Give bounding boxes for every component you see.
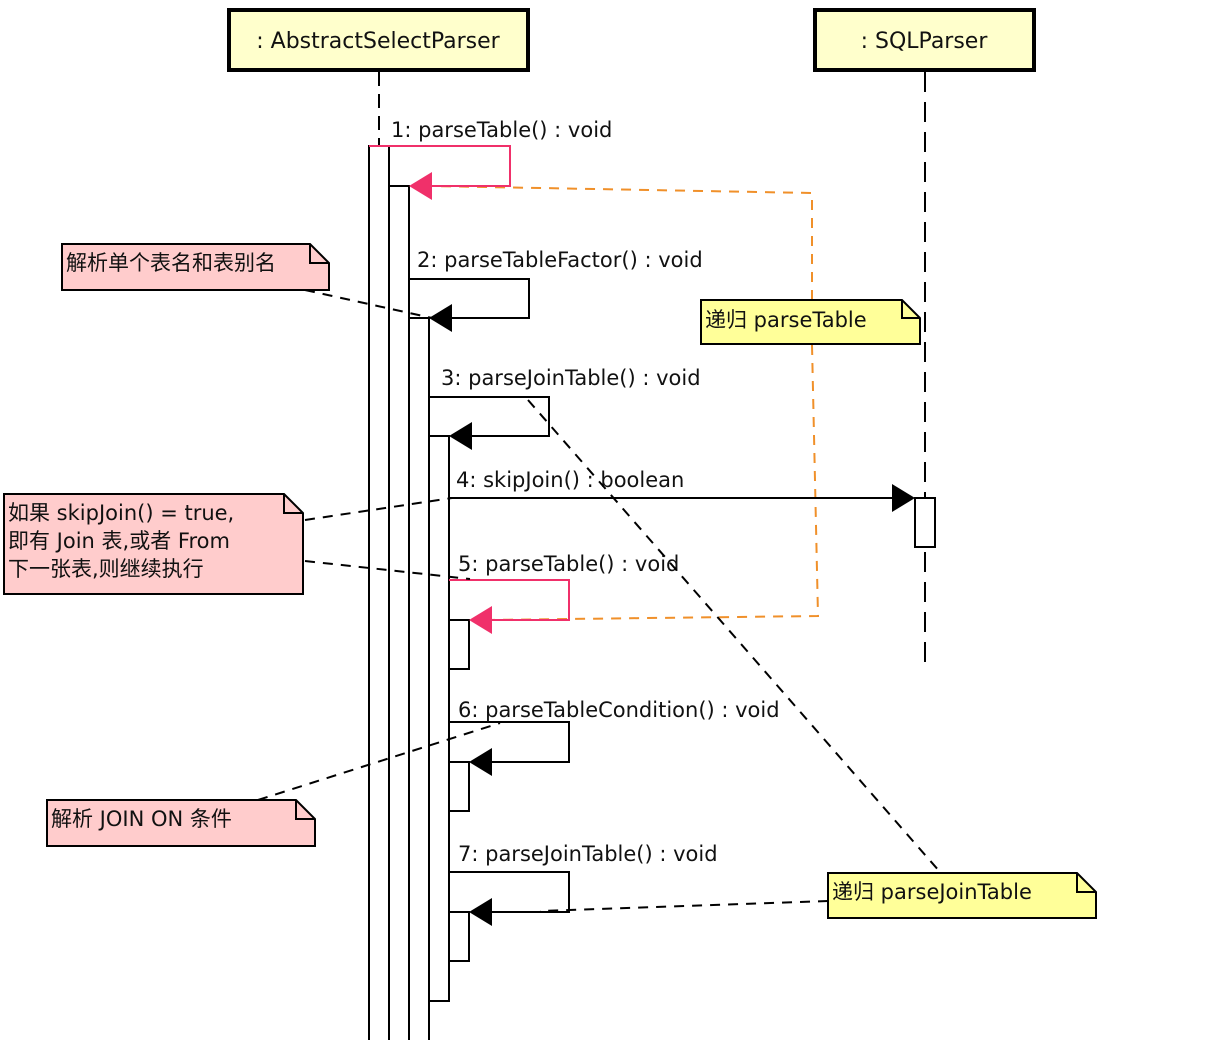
note-text: 递归 parseTable — [705, 308, 867, 332]
note-text: 递归 parseJoinTable — [832, 880, 1032, 904]
activation-bar-3 — [408, 317, 430, 1040]
arrowhead-icon — [449, 422, 472, 450]
activation-bars — [368, 145, 936, 1040]
note-connector-join-on — [257, 722, 501, 801]
note-recursive-join-table[interactable]: 递归 parseJoinTable — [827, 872, 1097, 919]
message-7[interactable]: 7: parseJoinTable() : void — [449, 842, 718, 926]
arrowhead-icon — [892, 484, 915, 512]
note-text: 解析单个表名和表别名 — [66, 251, 276, 275]
message-4[interactable]: 4: skipJoin() : boolean — [449, 468, 915, 512]
message-label: 6: parseTableCondition() : void — [458, 698, 780, 722]
note-connector-skip-join-4 — [304, 497, 453, 521]
note-fold-icon — [901, 300, 920, 319]
message-3[interactable]: 3: parseJoinTable() : void — [429, 366, 701, 450]
note-connector-table-alias — [304, 289, 433, 319]
lifeline-head-sql-parser[interactable]: : SQLParser — [813, 8, 1036, 72]
arrowhead-icon — [469, 748, 492, 776]
lifeline-label: : SQLParser — [861, 29, 989, 54]
message-label: 3: parseJoinTable() : void — [441, 366, 701, 390]
message-2[interactable]: 2: parseTableFactor() : void — [409, 248, 703, 332]
note-table-alias[interactable]: 解析单个表名和表别名 — [61, 243, 330, 291]
message-label: 5: parseTable() : void — [458, 552, 679, 576]
activation-bar-7 — [448, 911, 470, 962]
note-fold-icon — [295, 800, 315, 820]
activation-bar-2 — [388, 185, 410, 1040]
note-fold-icon — [309, 244, 329, 264]
note-text-line-2: 即有 Join 表,或者 From — [8, 529, 230, 553]
arrowhead-icon — [429, 304, 452, 332]
note-connector-skip-join-5 — [304, 560, 471, 580]
note-recursive-parse-table[interactable]: 递归 parseTable — [700, 299, 921, 345]
note-connector-join-table-7 — [539, 900, 829, 912]
note-text-line-1: 如果 skipJoin() = true, — [8, 501, 234, 525]
arrowhead-icon — [469, 606, 492, 634]
activation-bar-5 — [448, 619, 470, 670]
arrowhead-icon — [409, 172, 432, 200]
message-label: 1: parseTable() : void — [391, 118, 612, 142]
note-fold-icon — [1076, 873, 1096, 893]
message-5[interactable]: 5: parseTable() : void — [449, 552, 679, 634]
arrowhead-icon — [469, 898, 492, 926]
note-connector-join-table-3 — [527, 399, 941, 873]
note-join-on[interactable]: 解析 JOIN ON 条件 — [46, 799, 316, 847]
activation-bar-4 — [428, 435, 450, 1002]
activation-bar-6 — [448, 761, 470, 812]
message-6[interactable]: 6: parseTableCondition() : void — [449, 698, 780, 776]
lifeline-head-abstract-select-parser[interactable]: : AbstractSelectParser — [227, 8, 530, 72]
message-label: 7: parseJoinTable() : void — [458, 842, 718, 866]
note-skip-join[interactable]: 如果 skipJoin() = true, 即有 Join 表,或者 From … — [3, 493, 304, 595]
message-1[interactable]: 1: parseTable() : void — [369, 118, 612, 200]
lifeline-label: : AbstractSelectParser — [256, 29, 500, 54]
recursion-link-parse-table-top — [429, 185, 813, 318]
message-label: 4: skipJoin() : boolean — [456, 468, 684, 492]
activation-bar-sql — [914, 497, 936, 548]
recursion-link-parse-table-bottom — [484, 344, 820, 621]
activation-bar-1 — [368, 145, 390, 1040]
note-text: 解析 JOIN ON 条件 — [51, 807, 232, 831]
note-text-line-3: 下一张表,则继续执行 — [8, 557, 204, 581]
message-label: 2: parseTableFactor() : void — [417, 248, 703, 272]
note-fold-icon — [283, 494, 303, 514]
